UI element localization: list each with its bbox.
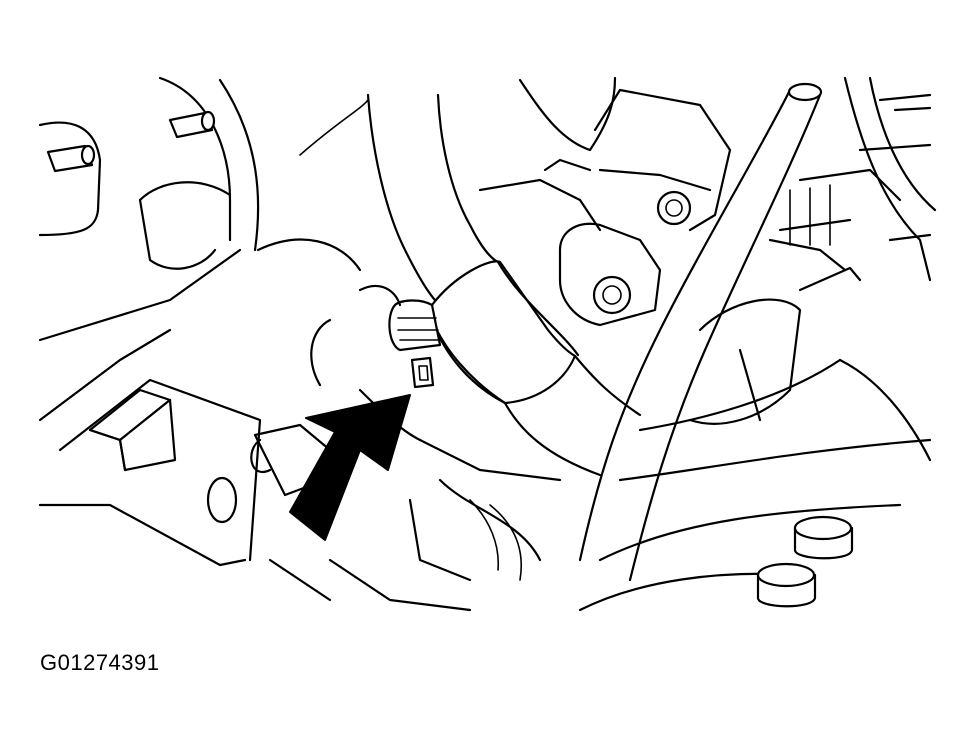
engine-illustration: [38, 76, 937, 612]
stud-lower: [46, 144, 96, 173]
stud-upper: [168, 110, 216, 139]
plug-upper: [793, 515, 854, 560]
hose-clamp: [388, 299, 442, 389]
bolt-upper: [656, 190, 692, 226]
plug-lower: [756, 562, 817, 608]
right-engine-block: [578, 76, 937, 612]
callout-arrow-icon: [289, 394, 411, 541]
bolt-center: [592, 275, 632, 315]
coolant-hose: [366, 93, 642, 477]
electrical-connector: [38, 378, 332, 567]
bypass-hose: [578, 82, 823, 582]
figure-code: G01274391: [40, 650, 160, 675]
left-bracket: [38, 76, 369, 422]
thermostat-housing: [518, 76, 732, 327]
